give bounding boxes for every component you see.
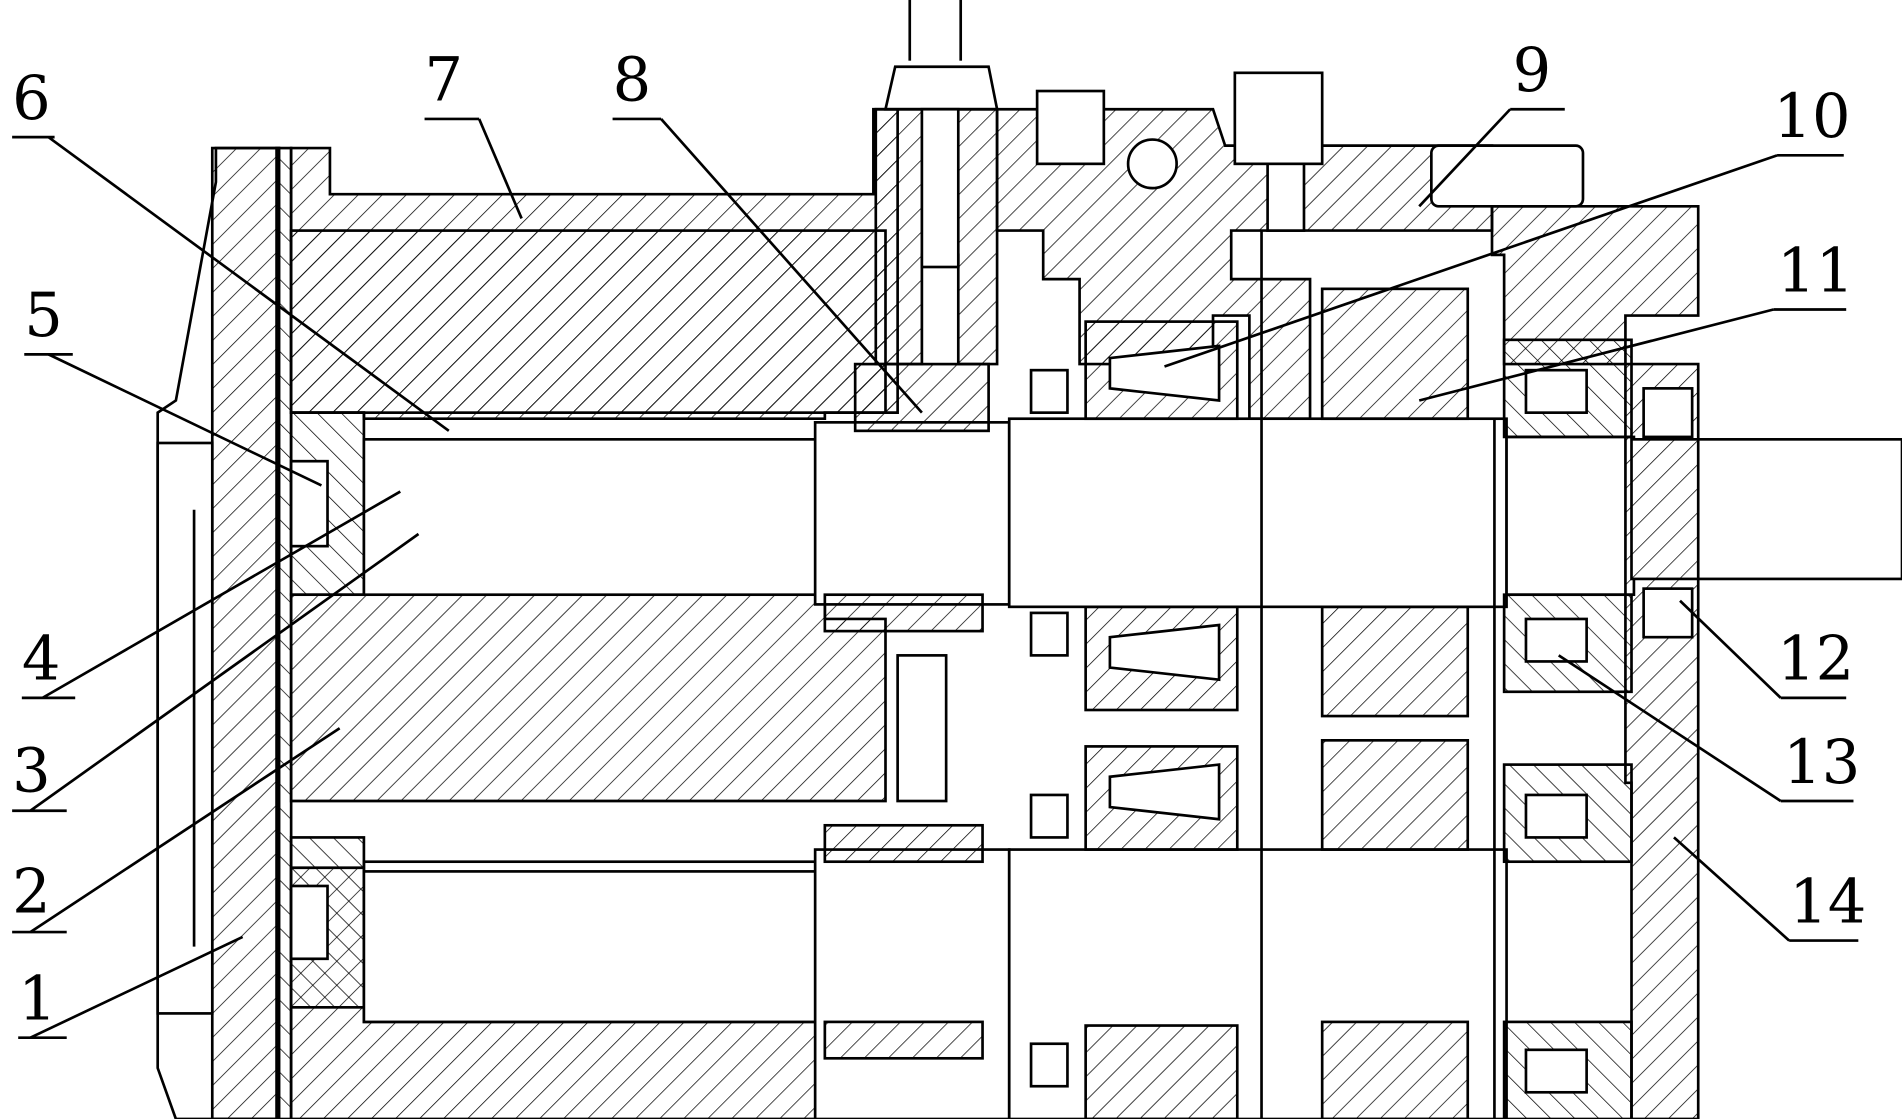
drawing-stroke	[156, 441, 214, 1015]
end-cover-part-1	[156, 146, 281, 1119]
part-number-label: 8	[613, 46, 652, 116]
drawing-stroke	[1007, 417, 1508, 609]
label-6: 6	[12, 64, 450, 432]
part-number-label: 11	[1777, 236, 1854, 306]
label-14: 14	[1673, 836, 1866, 942]
drawing-stroke	[813, 848, 1011, 1119]
drawing-stroke	[1524, 1048, 1588, 1094]
drawing-stroke	[1029, 1042, 1069, 1088]
label-1: 1	[18, 935, 244, 1040]
drawing-stroke	[1430, 144, 1585, 208]
drawing-stroke	[289, 459, 329, 548]
gear-part-11	[1260, 230, 1470, 1119]
drawing-stroke	[210, 146, 281, 1119]
drawing-stroke	[1029, 611, 1069, 657]
part-number-label: 9	[1513, 36, 1552, 106]
drawing-stroke	[1029, 793, 1069, 839]
drawing-stroke	[1164, 154, 1778, 368]
drawing-stroke	[1524, 617, 1588, 663]
label-7: 7	[425, 46, 523, 219]
drawing-stroke	[883, 65, 999, 111]
drawing-stroke	[1233, 71, 1324, 166]
drawing-stroke	[1642, 587, 1694, 639]
drawing-stroke	[1320, 287, 1470, 421]
drawing-stroke	[1418, 108, 1512, 208]
part-number-label: 12	[1777, 625, 1854, 695]
drawing-stroke	[660, 118, 923, 414]
tapered-bearing-part-10	[1029, 320, 1239, 1119]
part-labels: 1 2 3 4 5 6 7 8 9 10 11 12 13 14	[12, 36, 1866, 1040]
label-2: 2	[12, 727, 341, 934]
drawing-stroke	[29, 727, 341, 934]
label-5: 5	[24, 281, 323, 487]
shaft-part-6	[362, 417, 1902, 1119]
label-4: 4	[22, 490, 401, 700]
drawing-stroke	[29, 935, 244, 1039]
label-11: 11	[1418, 236, 1854, 402]
label-8: 8	[613, 46, 923, 414]
drawing-stroke	[823, 1020, 984, 1060]
drawing-stroke	[362, 870, 827, 1024]
drawing-stroke	[1673, 836, 1791, 942]
drawing-stroke	[289, 229, 887, 414]
top-fitting	[874, 0, 999, 366]
drawing-stroke	[289, 884, 329, 961]
part-number-label: 1	[18, 964, 57, 1034]
drawing-stroke	[896, 654, 948, 803]
part-number-label: 5	[24, 281, 63, 351]
drawing-stroke	[823, 593, 984, 633]
drawing-stroke	[29, 532, 420, 812]
drawing-stroke	[1320, 739, 1470, 851]
drawing-stroke	[1266, 162, 1306, 232]
label-9: 9	[1418, 36, 1565, 208]
drawing-stroke	[1084, 1024, 1239, 1119]
drawing-stroke	[1126, 138, 1178, 190]
part-number-label: 10	[1773, 82, 1850, 152]
drawing-stroke	[1108, 623, 1221, 682]
drawing-stroke	[41, 490, 401, 700]
drawing-stroke	[477, 118, 523, 219]
drawing-stroke	[47, 353, 323, 487]
part-number-label: 13	[1783, 728, 1860, 798]
drawing-stroke	[823, 823, 984, 864]
drawing-stroke	[1320, 605, 1470, 718]
label-10: 10	[1164, 82, 1851, 368]
drawing-stroke	[1524, 368, 1588, 414]
drawing-stroke	[1029, 368, 1069, 414]
drawing-stroke	[1108, 344, 1221, 403]
label-12: 12	[1679, 599, 1854, 700]
part-number-label: 2	[12, 858, 51, 928]
part-number-label: 3	[12, 736, 51, 806]
drawing-stroke	[1418, 308, 1774, 402]
part-number-label: 7	[425, 46, 464, 116]
part-number-label: 14	[1789, 867, 1866, 937]
part-number-label: 4	[22, 625, 61, 695]
drawing-stroke	[1624, 362, 1700, 1119]
drawing-stroke	[1679, 599, 1782, 699]
drawing-stroke	[1524, 793, 1588, 839]
drawing-stroke	[1642, 387, 1694, 439]
drawing-stroke	[47, 136, 450, 432]
piston-assembly-parts-3-4-5	[289, 411, 366, 1009]
drawing-stroke	[1035, 89, 1106, 166]
drawing-stroke	[1505, 435, 1636, 597]
drawing-stroke	[1108, 763, 1221, 821]
drawing-stroke	[1320, 1020, 1470, 1119]
drawing-stroke	[362, 438, 827, 597]
drawing-stroke	[289, 593, 887, 803]
drawing-stroke	[853, 362, 990, 433]
label-13: 13	[1557, 654, 1860, 803]
label-3: 3	[12, 532, 420, 813]
drawing-stroke	[1557, 654, 1782, 803]
drawing-stroke	[813, 421, 1011, 606]
drawing-stroke	[920, 107, 960, 269]
right-cover-part-14	[1493, 338, 1700, 1119]
part-number-label: 6	[12, 64, 51, 134]
